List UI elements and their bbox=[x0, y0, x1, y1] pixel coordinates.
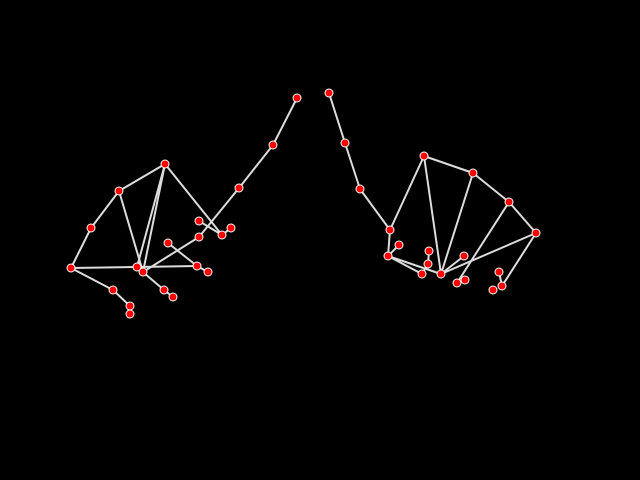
right-hand-bone bbox=[423, 155, 474, 174]
right-hand-bone bbox=[472, 172, 510, 203]
bones-layer bbox=[70, 92, 537, 315]
right-hand-joint bbox=[417, 269, 427, 279]
left-hand-joint bbox=[108, 285, 118, 295]
left-hand-bone bbox=[70, 227, 92, 269]
right-hand-joint bbox=[355, 184, 365, 194]
left-hand-joint bbox=[159, 285, 169, 295]
left-hand-bone bbox=[198, 187, 240, 238]
right-hand-joint bbox=[324, 88, 334, 98]
right-hand-bone bbox=[508, 201, 537, 234]
right-hand-joint bbox=[383, 251, 393, 261]
left-hand-bone bbox=[118, 163, 166, 192]
left-hand-joint bbox=[163, 238, 173, 248]
left-hand-joint bbox=[132, 262, 142, 272]
left-hand-joint bbox=[160, 159, 170, 169]
left-hand-joint bbox=[268, 140, 278, 150]
right-hand-joint bbox=[460, 275, 470, 285]
right-hand-joint bbox=[459, 251, 469, 261]
right-hand-joint bbox=[419, 151, 429, 161]
right-hand-joint bbox=[423, 259, 433, 269]
right-hand-bone bbox=[501, 232, 537, 287]
left-hand-bone bbox=[136, 265, 198, 268]
left-hand-bone bbox=[164, 163, 223, 236]
right-hand-bone bbox=[456, 201, 510, 284]
joints-layer bbox=[66, 88, 541, 319]
right-hand-joint bbox=[385, 225, 395, 235]
left-hand-joint bbox=[66, 263, 76, 273]
right-hand-joint bbox=[488, 285, 498, 295]
left-hand-joint bbox=[234, 183, 244, 193]
right-hand-joint bbox=[531, 228, 541, 238]
right-hand-joint bbox=[494, 267, 504, 277]
right-hand-joint bbox=[424, 246, 434, 256]
left-hand-joint bbox=[292, 93, 302, 103]
right-hand-joint bbox=[504, 197, 514, 207]
left-hand-joint bbox=[86, 223, 96, 233]
right-hand-joint bbox=[436, 269, 446, 279]
right-hand-joint bbox=[497, 281, 507, 291]
right-hand-joint bbox=[468, 168, 478, 178]
right-hand-bone bbox=[328, 92, 346, 144]
right-hand-bone bbox=[423, 155, 442, 275]
right-hand-bone bbox=[359, 188, 391, 231]
left-hand-bone bbox=[136, 163, 166, 268]
left-hand-bone bbox=[238, 144, 274, 189]
left-hand-joint bbox=[194, 216, 204, 226]
left-hand-bone bbox=[70, 267, 114, 291]
right-hand-joint bbox=[452, 278, 462, 288]
left-hand-joint bbox=[226, 223, 236, 233]
right-hand-bone bbox=[387, 255, 442, 275]
left-hand-joint bbox=[194, 232, 204, 242]
left-hand-joint bbox=[138, 267, 148, 277]
left-hand-bone bbox=[167, 242, 198, 267]
right-hand-bone bbox=[440, 232, 537, 275]
left-hand-joint bbox=[217, 230, 227, 240]
right-hand-bone bbox=[389, 155, 425, 231]
left-hand-joint bbox=[125, 309, 135, 319]
left-hand-joint bbox=[114, 186, 124, 196]
right-hand-joint bbox=[394, 240, 404, 250]
left-hand-joint bbox=[192, 261, 202, 271]
left-hand-bone bbox=[272, 97, 298, 146]
right-hand-bone bbox=[344, 142, 361, 190]
left-hand-joint bbox=[203, 267, 213, 277]
left-hand-bone bbox=[90, 190, 120, 229]
right-hand-bone bbox=[387, 255, 423, 275]
left-hand-bone bbox=[142, 163, 166, 273]
right-hand-bone bbox=[440, 172, 474, 275]
left-hand-joint bbox=[125, 301, 135, 311]
right-hand-joint bbox=[340, 138, 350, 148]
left-hand-bone bbox=[70, 266, 138, 269]
left-hand-joint bbox=[168, 292, 178, 302]
right-hand-bone bbox=[440, 255, 465, 275]
